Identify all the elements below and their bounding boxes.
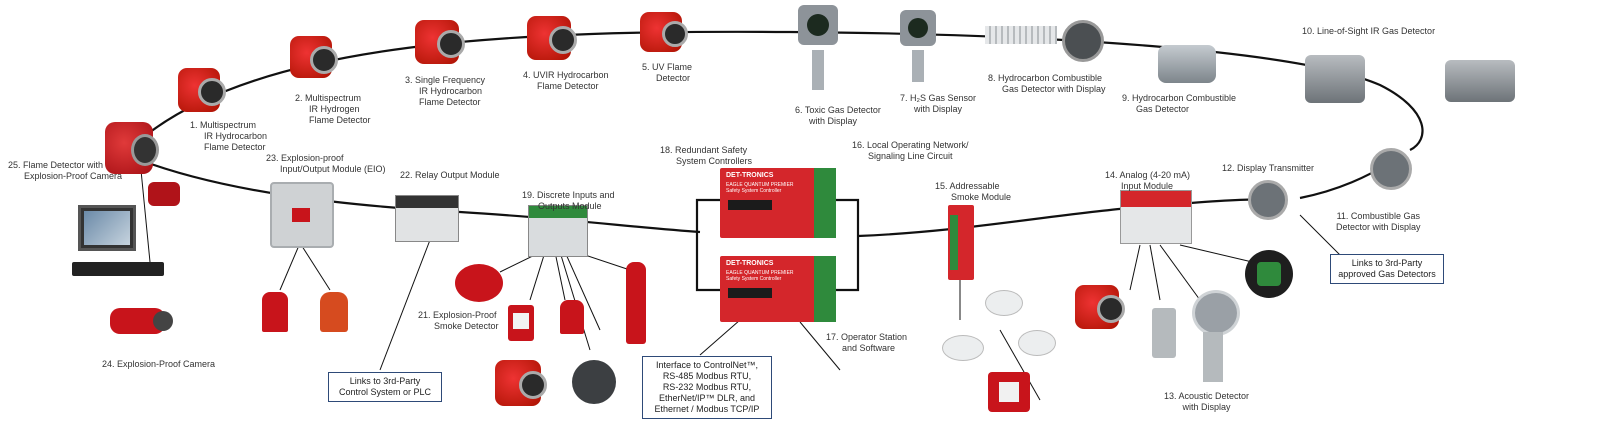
smoke-detector-device-c (942, 335, 984, 361)
h2s-sensor-device (900, 10, 936, 46)
safety-controller-primary-device: DET-TRONICS EAGLE QUANTUM PREMIER Safety… (720, 168, 836, 238)
explosion-proof-camera-device (110, 308, 173, 334)
relay-output-module-device (395, 195, 459, 242)
horn-device (320, 292, 348, 332)
controller-2-model-line1: EAGLE QUANTUM PREMIER (726, 270, 794, 276)
flame-detector-2-device (290, 36, 338, 78)
acoustic-detector-stem (1203, 332, 1223, 382)
hc-combustible-gas-detector-device (1158, 45, 1216, 83)
combustible-gas-detector-display-device (1370, 148, 1412, 190)
loop-right-segment (857, 198, 1271, 238)
safety-controller-secondary-device: DET-TRONICS EAGLE QUANTUM PREMIER Safety… (720, 256, 836, 322)
controller-redundant-link (695, 198, 860, 292)
flame-detector-5-device (640, 12, 688, 52)
label-14: 14. Analog (4-20 mA)Input Module (1105, 170, 1191, 191)
label-22: 22. Relay Output Module (400, 170, 500, 180)
toxic-gas-detector-device (798, 5, 838, 45)
display-transmitter-device (1248, 180, 1288, 220)
flame-detector-io-device (495, 360, 547, 406)
label-12: 12. Display Transmitter (1222, 163, 1315, 173)
suppression-cylinder-device (626, 262, 646, 344)
gas-sensor-analog-device (1152, 308, 1176, 358)
beacon-device-a (560, 300, 584, 334)
line-of-sight-receiver-device (1445, 60, 1515, 102)
label-10: 10. Line-of-Sight IR Gas Detector (1302, 26, 1436, 36)
manual-call-point-device (988, 372, 1030, 412)
camera-housing-device (148, 182, 180, 206)
controller-model-line2: Safety System Controller (726, 188, 782, 194)
smoke-detector-device-a (985, 290, 1023, 316)
flame-detector-3-device (415, 20, 465, 64)
acoustic-detector-device (1192, 290, 1240, 336)
explosion-proof-io-module-device (270, 182, 334, 248)
beacon-device-b (262, 292, 288, 332)
smoke-detector-device-b (1018, 330, 1056, 356)
h2s-sensor-stem (912, 50, 924, 82)
controller-model-line1: EAGLE QUANTUM PREMIER (726, 182, 794, 188)
flame-detector-4-device (527, 16, 577, 60)
discrete-io-module-device (528, 205, 588, 257)
gas-detector-black-device (1245, 250, 1293, 298)
toxic-gas-sensor-stem (812, 50, 824, 90)
manual-pull-station-device (508, 305, 534, 341)
operator-pc-device (72, 262, 164, 276)
label-16: 16. Local Operating Network/Signaling Li… (852, 140, 969, 161)
addressable-smoke-module-device (948, 205, 974, 280)
hc-combustible-probe-device (985, 26, 1057, 44)
controller-brand-2: DET-TRONICS (726, 260, 774, 267)
network-interface-box: Interface to ControlNet™, RS-485 Modbus … (642, 356, 772, 419)
controller-brand: DET-TRONICS (726, 172, 774, 179)
explosion-proof-smoke-detector-device (455, 264, 503, 302)
flame-detector-analog-device (1075, 285, 1125, 329)
controller-2-model-line2: Safety System Controller (726, 276, 782, 282)
hc-combustible-display-device (1062, 20, 1104, 62)
flame-detector-1-device (178, 68, 226, 112)
analog-input-module-device (1120, 190, 1192, 244)
line-of-sight-transmitter-device (1305, 55, 1365, 103)
operator-monitor-device (78, 205, 136, 251)
label-24: 24. Explosion-Proof Camera (102, 359, 216, 369)
flame-detector-camera-device (105, 122, 159, 174)
solenoid-valve-device (572, 360, 616, 404)
